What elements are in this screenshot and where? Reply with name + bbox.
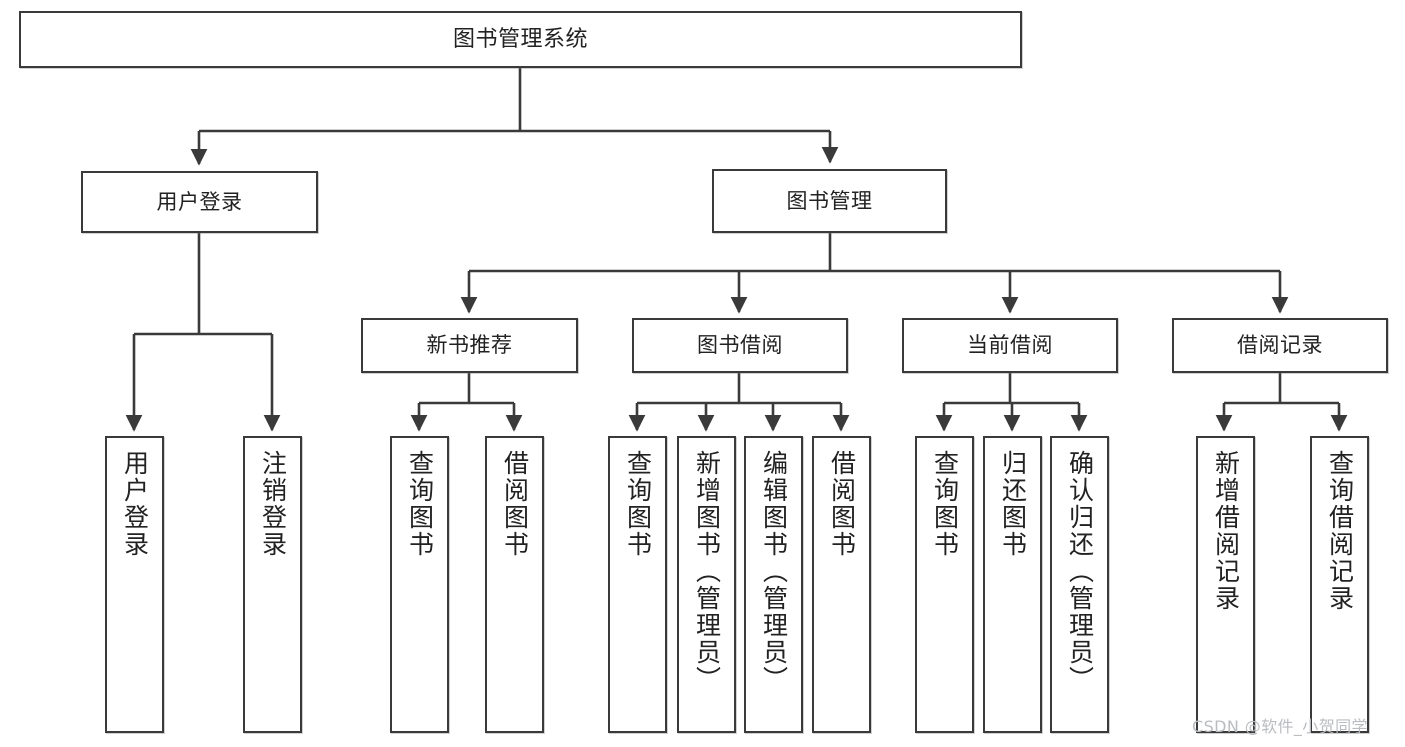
- node-label: 查询借阅记录: [1325, 450, 1355, 612]
- node-label: 新书推荐: [426, 333, 513, 358]
- node-label: 借阅记录: [1237, 333, 1323, 358]
- leaf-user-login[interactable]: 用户登录: [105, 436, 164, 733]
- node-borrow-record[interactable]: 借阅记录: [1172, 318, 1388, 373]
- node-label: 用户登录: [120, 450, 150, 558]
- leaf-query-book-borrow[interactable]: 查询图书: [608, 436, 667, 733]
- node-label: 归还图书: [998, 450, 1028, 558]
- node-label: 新增图书（管理员）: [692, 450, 722, 693]
- node-label: 当前借阅: [967, 333, 1053, 358]
- node-label: 图书借阅: [697, 333, 783, 358]
- node-label: 用户登录: [156, 189, 243, 214]
- node-book-borrow[interactable]: 图书借阅: [632, 318, 848, 373]
- node-user-login[interactable]: 用户登录: [81, 171, 318, 233]
- node-label: 编辑图书（管理员）: [759, 450, 789, 693]
- node-root-system[interactable]: 图书管理系统: [19, 11, 1022, 68]
- node-label: 注销登录: [258, 450, 288, 558]
- node-label: 图书管理系统: [452, 26, 588, 52]
- leaf-edit-book-admin[interactable]: 编辑图书（管理员）: [744, 436, 803, 733]
- node-label: 新增借阅记录: [1211, 450, 1241, 612]
- node-book-manage[interactable]: 图书管理: [712, 169, 947, 233]
- leaf-query-borrow-record[interactable]: 查询借阅记录: [1310, 436, 1369, 733]
- node-label: 借阅图书: [500, 450, 530, 558]
- leaf-query-book-current[interactable]: 查询图书: [915, 436, 974, 733]
- leaf-logout-login[interactable]: 注销登录: [243, 436, 302, 733]
- leaf-add-borrow-record[interactable]: 新增借阅记录: [1196, 436, 1255, 733]
- watermark-csdn: CSDN @软件_小贺同学: [1192, 717, 1368, 736]
- node-label: 查询图书: [623, 450, 653, 558]
- node-current-borrow[interactable]: 当前借阅: [902, 318, 1118, 373]
- leaf-add-book-admin[interactable]: 新增图书（管理员）: [677, 436, 736, 733]
- node-label: 确认归还（管理员）: [1065, 450, 1095, 693]
- leaf-query-book-recommend[interactable]: 查询图书: [390, 436, 449, 733]
- node-label: 图书管理: [786, 188, 873, 213]
- node-label: 查询图书: [405, 450, 435, 558]
- node-new-book-recommend[interactable]: 新书推荐: [361, 318, 578, 373]
- leaf-confirm-return-admin[interactable]: 确认归还（管理员）: [1050, 436, 1109, 733]
- leaf-return-book[interactable]: 归还图书: [983, 436, 1042, 733]
- node-label: 借阅图书: [827, 450, 857, 558]
- leaf-borrow-book-recommend[interactable]: 借阅图书: [485, 436, 544, 733]
- leaf-borrow-book[interactable]: 借阅图书: [812, 436, 871, 733]
- node-label: 查询图书: [930, 450, 960, 558]
